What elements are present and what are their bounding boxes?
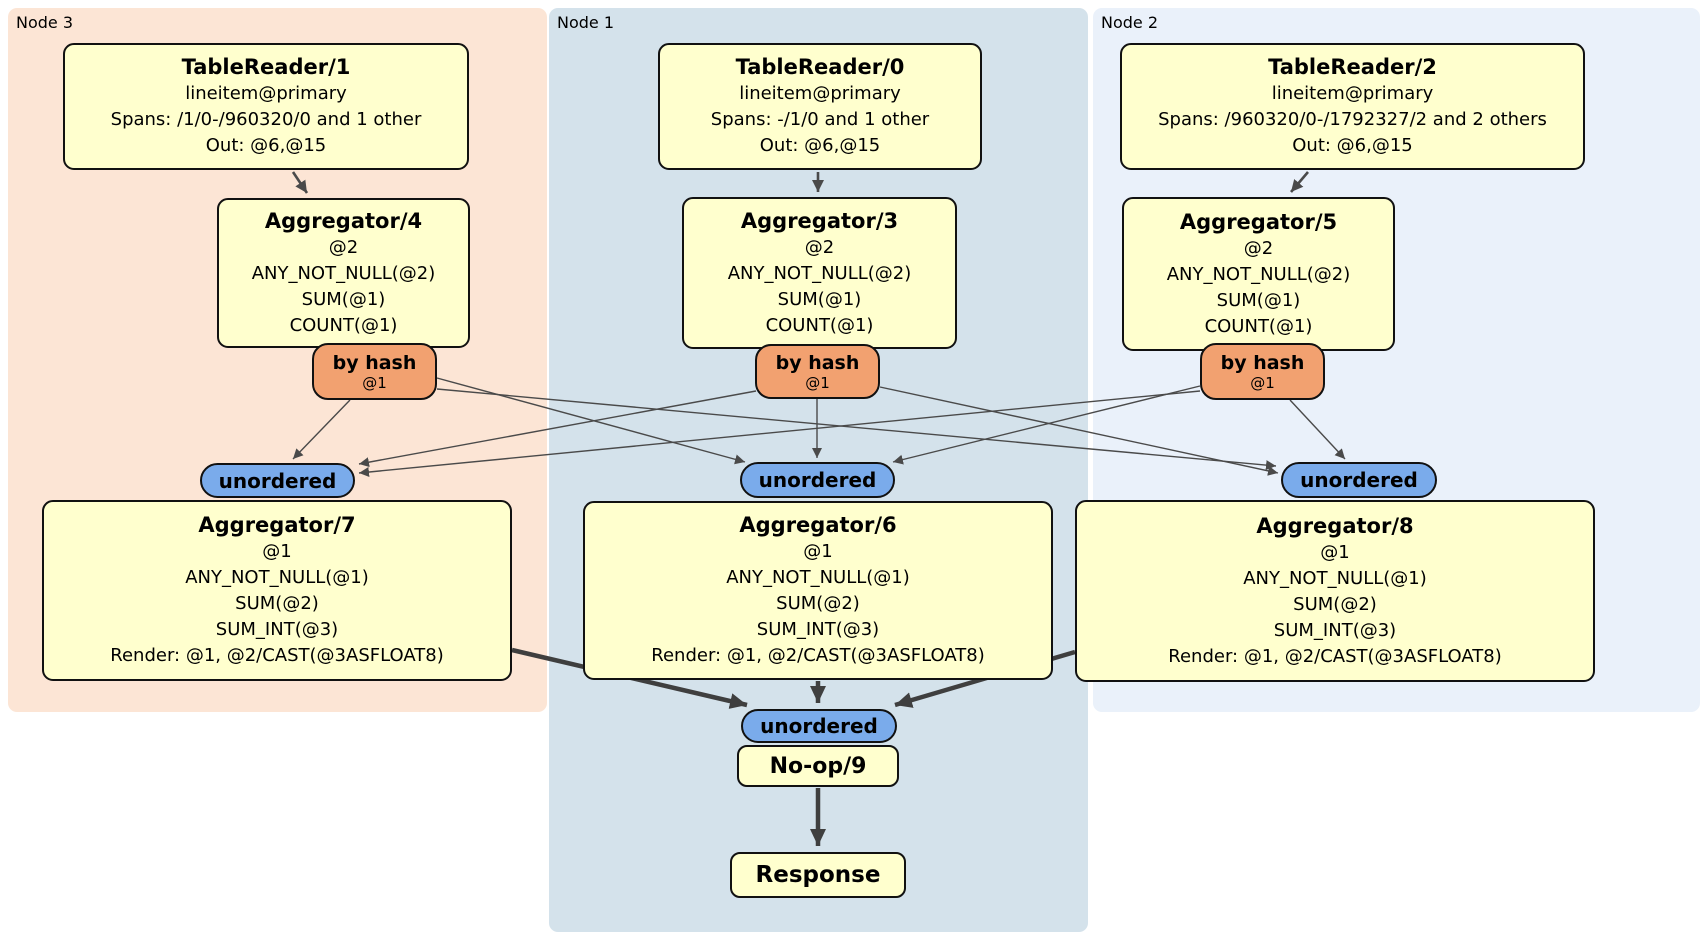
unordered-sync-final: unordered xyxy=(741,709,897,743)
node2-label: Node 2 xyxy=(1101,13,1159,32)
edge-router3-sync3 xyxy=(292,399,351,460)
hash-router-node2: by hash @1 xyxy=(1200,343,1325,400)
node1-label: Node 1 xyxy=(557,13,615,32)
edge-router3-sync1 xyxy=(436,377,746,465)
hash-router-node3: by hash @1 xyxy=(312,343,437,400)
node3-label: Node 3 xyxy=(16,13,74,32)
edge-tablereader1-aggregator4 xyxy=(291,171,309,194)
tablereader-0-title: TableReader/0 xyxy=(735,55,905,79)
tablereader-1-box: TableReader/1 lineitem@primary Spans: /1… xyxy=(63,43,469,170)
aggregator-8-box: Aggregator/8 @1 ANY_NOT_NULL(@1) SUM(@2)… xyxy=(1075,500,1595,682)
edge-router2-sync3 xyxy=(358,390,1201,478)
aggregator-7-box: Aggregator/7 @1 ANY_NOT_NULL(@1) SUM(@2)… xyxy=(42,500,512,681)
aggregator-8-title: Aggregator/8 xyxy=(1256,513,1414,538)
hash-router-node1: by hash @1 xyxy=(755,344,880,399)
unordered-sync-node3: unordered xyxy=(200,463,355,498)
aggregator-3-title: Aggregator/3 xyxy=(740,208,899,233)
tablereader-2-box: TableReader/2 lineitem@primary Spans: /9… xyxy=(1120,43,1585,170)
unordered-sync-node2: unordered xyxy=(1281,462,1437,498)
edge-router2-sync2 xyxy=(1289,399,1346,460)
tablereader-0-box: TableReader/0 lineitem@primary Spans: -/… xyxy=(658,43,982,170)
aggregator-5-box: Aggregator/5 @2 ANY_NOT_NULL(@2) SUM(@1)… xyxy=(1122,197,1395,351)
response-box: Response xyxy=(730,852,906,898)
aggregator-6-title: Aggregator/6 xyxy=(739,513,897,537)
noop-9-box: No-op/9 xyxy=(737,745,899,787)
aggregator-7-title: Aggregator/7 xyxy=(198,513,356,537)
aggregator-5-title: Aggregator/5 xyxy=(1179,209,1338,234)
aggregator-4-title: Aggregator/4 xyxy=(264,208,423,233)
edge-router3-sync2 xyxy=(436,388,1277,471)
aggregator-6-box: Aggregator/6 @1 ANY_NOT_NULL(@1) SUM(@2)… xyxy=(583,501,1053,680)
aggregator-4-box: Aggregator/4 @2 ANY_NOT_NULL(@2) SUM(@1)… xyxy=(217,198,470,348)
edge-router2-sync1 xyxy=(892,385,1201,465)
edge-router1-sync3 xyxy=(358,390,757,468)
edge-tablereader2-aggregator5 xyxy=(1290,171,1309,193)
edge-router1-sync2 xyxy=(879,386,1279,476)
tablereader-2-title: TableReader/2 xyxy=(1268,55,1437,79)
aggregator-3-box: Aggregator/3 @2 ANY_NOT_NULL(@2) SUM(@1)… xyxy=(682,197,957,349)
unordered-sync-node1: unordered xyxy=(740,462,895,498)
tablereader-1-title: TableReader/1 xyxy=(181,55,351,79)
